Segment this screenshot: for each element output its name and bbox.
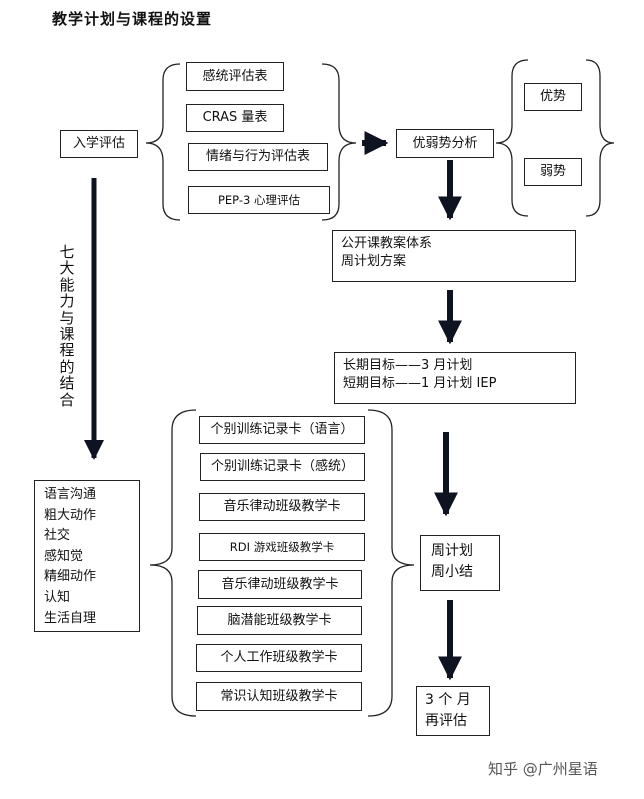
- plan-system-line: 周计划方案: [341, 254, 407, 269]
- assessment-sensory-box: 感统评估表: [186, 62, 284, 91]
- assessment-pep3-box: PEP-3 心理评估: [188, 186, 330, 214]
- watermark: 知乎 @广州星语: [488, 760, 598, 778]
- card-common-knowledge: 常识认知班级教学卡: [196, 682, 362, 711]
- card-brain-potential: 脑潜能班级教学卡: [197, 606, 362, 635]
- review-box: 3 个 月 再评估: [416, 686, 490, 736]
- card-individual-sensory: 个别训练记录卡（感统）: [200, 453, 365, 481]
- ability-item: 精细动作: [44, 569, 97, 585]
- assessment-cras-box: CRAS 量表: [186, 104, 284, 132]
- long-term-goal: 长期目标——3 月计划: [343, 358, 473, 373]
- weakness-box: 弱势: [524, 158, 582, 186]
- card-music-rhythm: 音乐律动班级教学卡: [199, 493, 365, 521]
- goals-box: 长期目标——3 月计划 短期目标——1 月计划 IEP: [334, 352, 576, 404]
- ability-item: 语言沟通: [44, 487, 97, 502]
- weekly-plan-box: 周计划 周小结: [420, 535, 500, 591]
- short-term-goal: 短期目标——1 月计划 IEP: [343, 376, 497, 391]
- card-individual-work: 个人工作班级教学卡: [196, 644, 362, 672]
- ability-item: 认知: [44, 589, 71, 605]
- review-text: 再评估: [425, 713, 467, 729]
- strength-box: 优势: [524, 83, 582, 111]
- card-music-rhythm-2: 音乐律动班级教学卡: [198, 570, 362, 599]
- card-rdi-game: RDI 游戏班级教学卡: [199, 533, 365, 561]
- analysis-left-brace: [495, 59, 529, 217]
- plan-system-line: 公开课教案体系: [341, 236, 433, 251]
- card-individual-language: 个别训练记录卡（语言）: [199, 416, 365, 444]
- abilities-box: 语言沟通 粗大动作 社交 感知觉 精细动作 认知 生活自理: [34, 480, 140, 632]
- weekly-summary: 周小结: [431, 564, 473, 580]
- ability-item: 社交: [44, 528, 71, 544]
- ability-item: 生活自理: [44, 610, 97, 626]
- weekly-plan: 周计划: [431, 543, 473, 559]
- cards-right-brace: [367, 409, 415, 717]
- assessments-right-brace: [321, 63, 357, 221]
- assessment-emotion-box: 情绪与行为评估表: [188, 143, 328, 171]
- intake-assessment-box: 入学评估: [60, 130, 138, 158]
- plan-system-box: 公开课教案体系 周计划方案: [332, 230, 576, 282]
- assessments-left-brace: [145, 63, 181, 221]
- ability-item: 感知觉: [44, 548, 84, 564]
- review-period: 3 个 月: [425, 692, 471, 708]
- analysis-right-brace: [585, 59, 615, 217]
- strength-weakness-analysis-box: 优弱势分析: [396, 129, 494, 158]
- side-label: 七大能力与课程的结合: [59, 243, 75, 409]
- cards-left-brace: [149, 409, 197, 717]
- ability-item: 粗大动作: [44, 507, 97, 523]
- page-title: 教学计划与课程的设置: [52, 10, 213, 28]
